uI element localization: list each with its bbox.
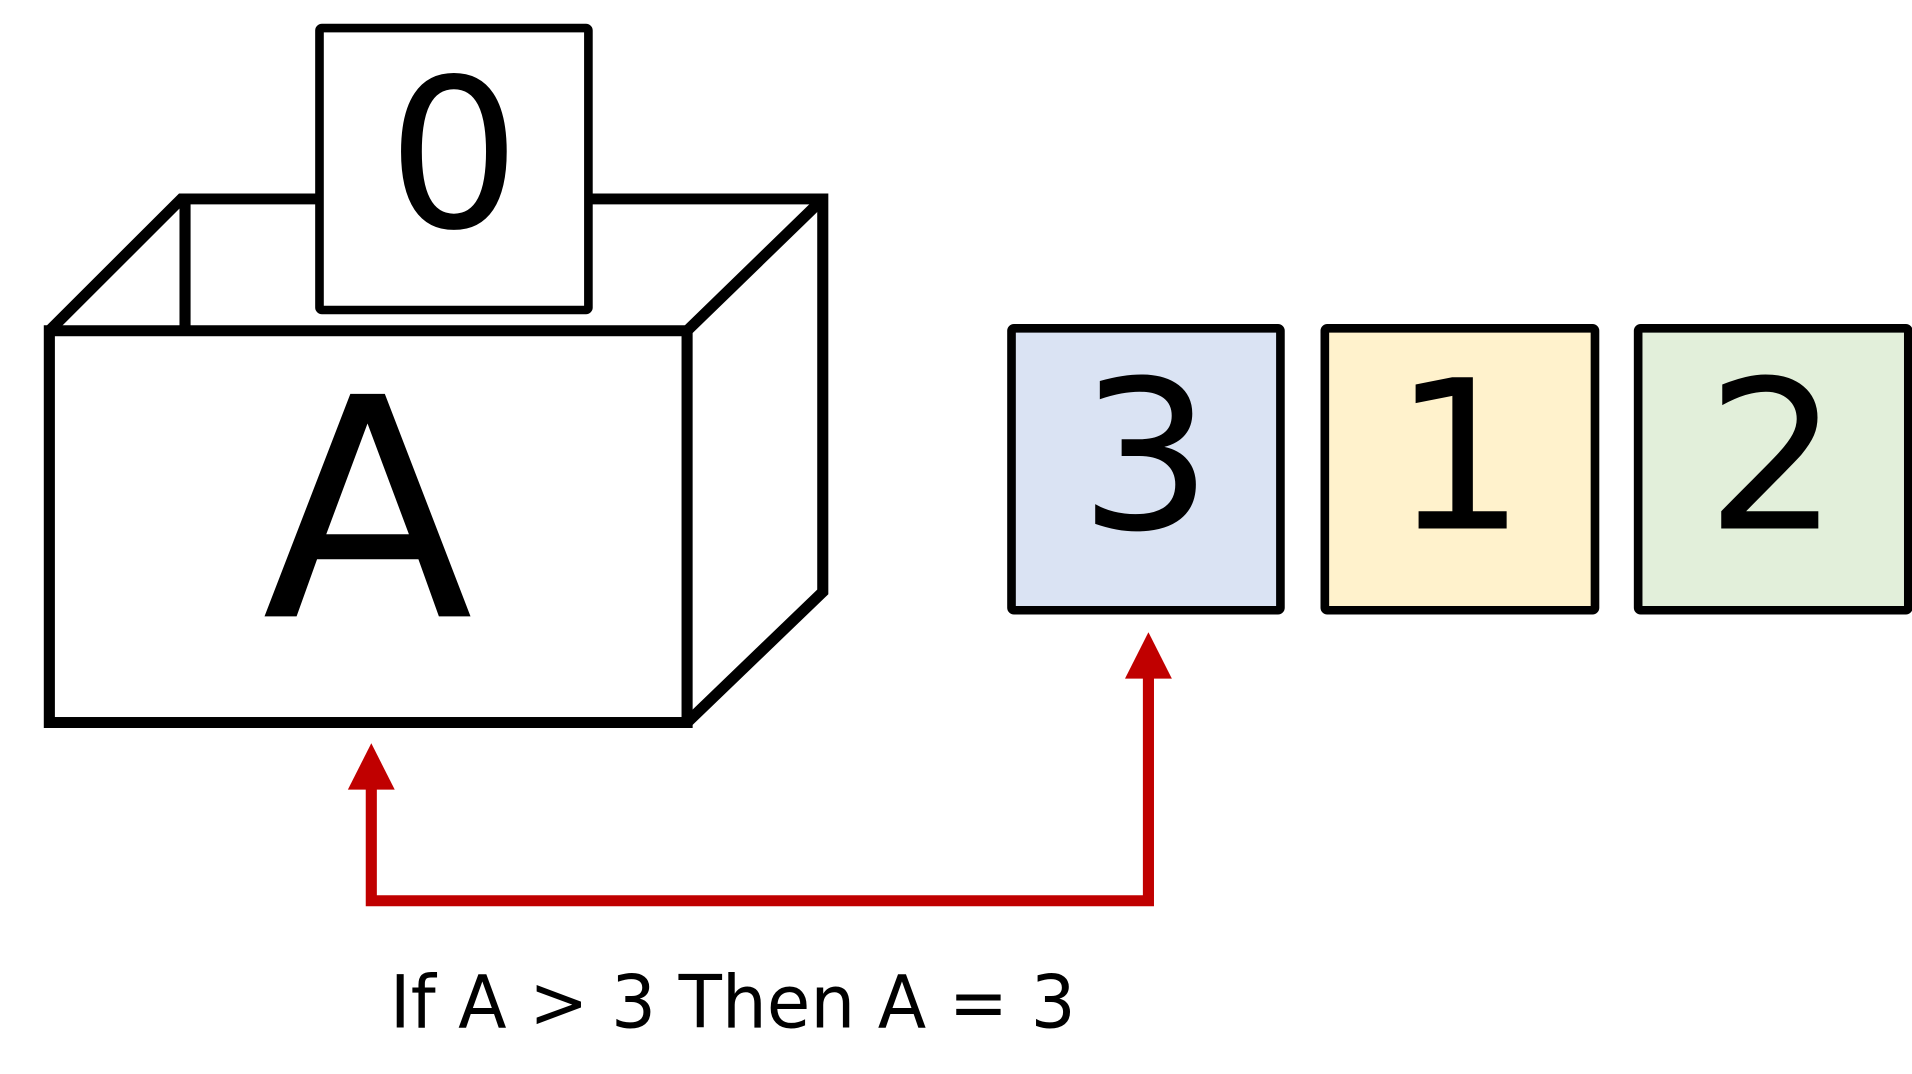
arrowhead-to-card: [1124, 632, 1172, 679]
box-top-right-edge: [683, 195, 827, 335]
arrowhead-to-box: [347, 743, 395, 790]
assignment-arrow: [347, 632, 1172, 907]
stored-value-card: 0: [315, 23, 593, 315]
stored-value: 0: [387, 35, 520, 277]
svg-text:3: 3: [1079, 336, 1212, 578]
value-card-2: 2: [1633, 324, 1912, 615]
variable-label: A: [262, 334, 474, 689]
value-card-1: 1: [1320, 324, 1600, 615]
svg-text:2: 2: [1706, 336, 1839, 578]
svg-text:1: 1: [1393, 336, 1526, 578]
caption: If A > 3 Then A = 3: [390, 961, 1076, 1046]
box-front-face: [43, 325, 693, 729]
variable-box: [45, 193, 829, 727]
value-card-3: 3: [1007, 324, 1285, 615]
